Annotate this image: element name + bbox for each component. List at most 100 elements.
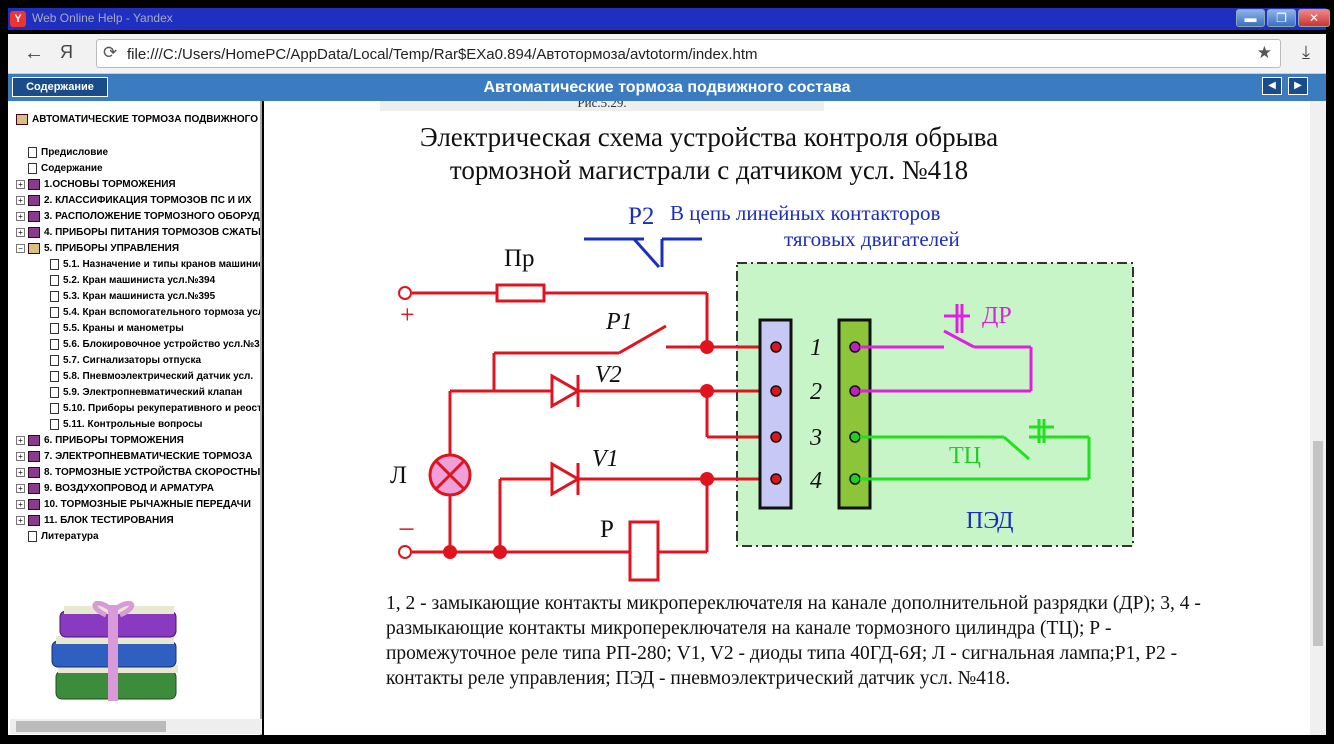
expand-icon[interactable]: + [16, 227, 25, 237]
tree-item-label[interactable]: 5.3. Кран машиниста усл.№395 [63, 291, 216, 302]
sidebar-horizontal-scrollbar[interactable] [10, 719, 262, 734]
tree-item-label[interactable]: 5.10. Приборы рекуперативного и реостатн… [63, 403, 262, 414]
book-icon [28, 178, 40, 190]
expand-icon[interactable]: + [16, 179, 25, 189]
tree-item[interactable]: Литература [16, 530, 99, 544]
page-icon [28, 146, 37, 158]
expand-icon[interactable]: + [16, 435, 25, 445]
tree-item-label[interactable]: Содержание [41, 163, 103, 174]
tc-circuit [860, 419, 1091, 481]
tree-item[interactable]: +3. РАСПОЛОЖЕНИЕ ТОРМОЗНОГО ОБОРУДОВАНИЯ [16, 210, 260, 224]
tree-item[interactable]: 5.8. Пневмоэлектрический датчик усл. [50, 370, 253, 384]
close-button[interactable]: ✕ [1298, 9, 1330, 27]
expand-icon[interactable]: + [16, 451, 25, 461]
tree-item[interactable]: 5.2. Кран машиниста усл.№394 [50, 274, 215, 288]
circuit-note-1: В цепь линейных контакторов [670, 201, 940, 225]
download-icon[interactable]: ⤓ [1302, 42, 1310, 62]
expand-icon[interactable]: + [16, 195, 25, 205]
tree-item-label[interactable]: 5.2. Кран машиниста усл.№394 [63, 275, 216, 286]
url-field[interactable]: ⟳ file:///C:/Users/HomePC/AppData/Local/… [96, 39, 1281, 68]
tree-item[interactable]: 5.7. Сигнализаторы отпуска [50, 354, 201, 368]
tree-item[interactable]: +8. ТОРМОЗНЫЕ УСТРОЙСТВА СКОРОСТНЫХ [16, 466, 262, 480]
url-text[interactable]: file:///C:/Users/HomePC/AppData/Local/Te… [127, 46, 758, 63]
tree-root[interactable]: АВТОМАТИЧЕСКИЕ ТОРМОЗА ПОДВИЖНОГО СОСТАВ… [16, 113, 260, 127]
ped-box [736, 262, 1134, 547]
expand-icon[interactable]: + [16, 499, 25, 509]
tree-item-label[interactable]: Литература [41, 531, 99, 542]
tree-item[interactable]: − 5. ПРИБОРЫ УПРАВЛЕНИЯ [16, 242, 179, 256]
relay-label: Р [600, 516, 614, 543]
scrollbar-thumb[interactable] [1313, 441, 1323, 646]
tree-item-label[interactable]: 5.9. Электропневматический клапан [63, 387, 243, 398]
tree-item[interactable]: 5.11. Контрольные вопросы [50, 418, 202, 432]
tree-item-label[interactable]: 9. ВОЗДУХОПРОВОД И АРМАТУРА [44, 483, 214, 494]
expand-icon[interactable]: + [16, 483, 25, 493]
book-icon [28, 450, 40, 462]
tree-item[interactable]: +10. ТОРМОЗНЫЕ РЫЧАЖНЫЕ ПЕРЕДАЧИ [16, 498, 251, 512]
back-button[interactable]: ← [24, 42, 44, 64]
tree-item[interactable]: 5.6. Блокировочное устройство усл.№367 [50, 338, 262, 352]
page-icon [50, 290, 59, 302]
prev-page-button[interactable]: ◀ [1262, 77, 1282, 95]
page-icon [28, 162, 37, 174]
tree-item[interactable]: 5.10. Приборы рекуперативного и реостатн… [50, 402, 262, 416]
tree-item[interactable]: +4. ПРИБОРЫ ПИТАНИЯ ТОРМОЗОВ СЖАТЫМ [16, 226, 262, 240]
tree-item-label[interactable]: 2. КЛАССИФИКАЦИЯ ТОРМОЗОВ ПС И ИХ [44, 195, 252, 206]
tree-item[interactable]: +7. ЭЛЕКТРОПНЕВМАТИЧЕСКИЕ ТОРМОЗА [16, 450, 252, 464]
next-page-button[interactable]: ▶ [1288, 77, 1308, 95]
tree-item-label[interactable]: 5.6. Блокировочное устройство усл.№367 [63, 339, 262, 350]
reload-icon[interactable]: ⟳ [103, 43, 118, 62]
tree-item[interactable]: +9. ВОЗДУХОПРОВОД И АРМАТУРА [16, 482, 214, 496]
tree-item[interactable]: 5.4. Кран вспомогательного тормоза усл. [50, 306, 262, 320]
tree-item[interactable]: Содержание [16, 162, 103, 176]
minimize-button[interactable]: ▬ [1236, 9, 1265, 27]
tree-item[interactable]: +1.ОСНОВЫ ТОРМОЖЕНИЯ [16, 178, 176, 192]
page-icon [50, 274, 59, 286]
help-title: Автоматические тормоза подвижного состав… [483, 79, 851, 96]
schema-description: 1, 2 - замыкающие контакты микропереключ… [386, 593, 1201, 689]
tree-item-label[interactable]: 5.5. Краны и манометры [63, 323, 184, 334]
tree-item[interactable]: +6. ПРИБОРЫ ТОРМОЖЕНИЯ [16, 434, 184, 448]
tree-item-label[interactable]: 5.4. Кран вспомогательного тормоза усл. [63, 307, 262, 318]
tree-item[interactable]: +2. КЛАССИФИКАЦИЯ ТОРМОЗОВ ПС И ИХ [16, 194, 252, 208]
tree-item-label[interactable]: 5.7. Сигнализаторы отпуска [63, 355, 202, 366]
tree-item[interactable]: 5.9. Электропневматический клапан [50, 386, 242, 400]
content-vertical-scrollbar[interactable] [1310, 101, 1326, 735]
tree-item-label[interactable]: 7. ЭЛЕКТРОПНЕВМАТИЧЕСКИЕ ТОРМОЗА [44, 451, 253, 462]
expand-icon[interactable]: + [16, 211, 25, 221]
signal-lamp [428, 453, 472, 497]
collapse-icon[interactable]: − [16, 243, 25, 253]
contents-sidebar: АВТОМАТИЧЕСКИЕ ТОРМОЗА ПОДВИЖНОГО СОСТАВ… [8, 101, 262, 735]
yandex-button[interactable]: Я [60, 42, 73, 62]
address-bar: ← Я ⟳ file:///C:/Users/HomePC/AppData/Lo… [8, 34, 1326, 74]
tree-item[interactable]: 5.1. Назначение и типы кранов машиниста [50, 258, 262, 272]
tree-item-label[interactable]: 5.1. Назначение и типы кранов машиниста [63, 259, 262, 270]
tree-item-label[interactable]: 6. ПРИБОРЫ ТОРМОЖЕНИЯ [44, 435, 184, 446]
tree-item-label[interactable]: 4. ПРИБОРЫ ПИТАНИЯ ТОРМОЗОВ СЖАТЫМ [44, 227, 262, 238]
tree-item[interactable]: +11. БЛОК ТЕСТИРОВАНИЯ [16, 514, 174, 528]
contents-button[interactable]: Содержание [12, 77, 108, 97]
plus-label: + [400, 300, 415, 329]
tree-item-label[interactable]: 1.ОСНОВЫ ТОРМОЖЕНИЯ [44, 179, 176, 190]
scrollbar-thumb[interactable] [16, 721, 166, 732]
tree-item-label[interactable]: 8. ТОРМОЗНЫЕ УСТРОЙСТВА СКОРОСТНЫХ [44, 467, 262, 478]
circuit-diagram: Р2 В цепь линейных контакторов тяговых д… [390, 201, 1134, 582]
maximize-button[interactable]: ❐ [1267, 9, 1296, 27]
expand-icon[interactable]: + [16, 467, 25, 477]
tree-root-label[interactable]: АВТОМАТИЧЕСКИЕ ТОРМОЗА ПОДВИЖНОГО СОСТАВ… [32, 114, 260, 125]
bookmark-star-icon[interactable]: ★ [1256, 43, 1272, 62]
p2-contact [584, 237, 702, 268]
schema-title: Электрическая схема устройства контроля … [419, 122, 999, 185]
tree-item-label[interactable]: 10. ТОРМОЗНЫЕ РЫЧАЖНЫЕ ПЕРЕДАЧИ [44, 499, 251, 510]
tree-item[interactable]: Предисловие [16, 146, 108, 160]
tree-item-label[interactable]: Предисловие [41, 147, 109, 158]
tree-item[interactable]: 5.3. Кран машиниста усл.№395 [50, 290, 215, 304]
expand-icon[interactable]: + [16, 515, 25, 525]
terminal-2-label: 2 [810, 379, 822, 405]
tree-item[interactable]: 5.5. Краны и манометры [50, 322, 184, 336]
tree-item-label[interactable]: 3. РАСПОЛОЖЕНИЕ ТОРМОЗНОГО ОБОРУДОВАНИЯ [44, 211, 260, 222]
tree-item-label[interactable]: 5.8. Пневмоэлектрический датчик усл. [63, 371, 254, 382]
tree-item-label[interactable]: 5.11. Контрольные вопросы [63, 419, 203, 430]
tree-item-label[interactable]: 5. ПРИБОРЫ УПРАВЛЕНИЯ [44, 243, 180, 254]
tree-item-label[interactable]: 11. БЛОК ТЕСТИРОВАНИЯ [44, 515, 174, 526]
